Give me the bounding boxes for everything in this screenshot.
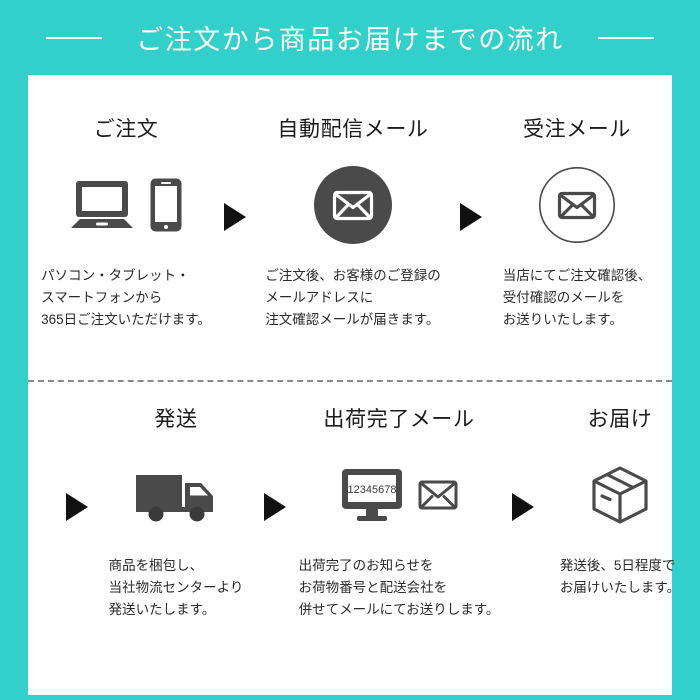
flow-row-top: ご注文 xyxy=(28,115,672,375)
mail-outline-icon xyxy=(418,479,458,511)
flow-step-shipment-complete-mail: 出荷完了メール 12345678 xyxy=(286,405,512,621)
step-description: 発送後、5日程度で お届けいたします。 xyxy=(560,555,680,599)
step-title: ご注文 xyxy=(93,118,159,141)
desc-line: 当店にてご注文確認後、 xyxy=(502,268,652,283)
desc-line: 商品を梱包し、 xyxy=(108,558,204,573)
mail-circle-filled-icon xyxy=(314,166,392,244)
step-description: パソコン・タブレット・ スマートフォンから 365日ご注文いただけます。 xyxy=(41,265,211,331)
monitor-tracking-icon: 12345678 xyxy=(340,467,404,523)
flow-step-shipping: 発送 商品を梱包し、 当社物流 xyxy=(88,405,264,621)
desc-line: 受付確認のメールを xyxy=(502,290,625,305)
step-icons: 12345678 xyxy=(340,449,458,541)
step-description: 出荷完了のお知らせを お荷物番号と配送会社を 併せてメールにてお送りします。 xyxy=(299,555,500,621)
step-icons xyxy=(69,159,183,251)
step-title: 受注メール xyxy=(523,118,631,141)
step-title: 自動配信メール xyxy=(277,118,429,141)
desc-line: ご注文後、お客様のご登録の xyxy=(265,268,441,283)
content-panel: ご注文 xyxy=(28,75,680,695)
smartphone-icon xyxy=(149,177,183,233)
desc-line: パソコン・タブレット・ xyxy=(41,268,190,283)
desc-line: 併せてメールにてお送りします。 xyxy=(298,602,500,617)
step-description: ご注文後、お客様のご登録の メールアドレスに 注文確認メールが届きます。 xyxy=(265,265,441,331)
step-icons xyxy=(133,449,219,541)
arrow-right-icon xyxy=(66,493,88,521)
header-rule-left xyxy=(46,36,103,39)
flow-step-order-confirm-mail: 受注メール 当店にてご注文確認後、 受付確認のメールを お送りいたしま xyxy=(482,115,672,331)
mail-circle-outline-icon xyxy=(538,166,616,244)
arrow-right-icon xyxy=(264,493,286,521)
step-icons xyxy=(314,159,392,251)
step-icons xyxy=(589,449,651,541)
desc-line: 発送後、5日程度で xyxy=(559,558,676,573)
package-box-icon xyxy=(589,465,651,525)
flow-step-delivery: お届け 発送後、5日程度で お届けいたします。 xyxy=(534,405,700,599)
flow-step-auto-mail: 自動配信メール ご注文後、お客様のご登録の メールアドレスに 注文確認 xyxy=(246,115,460,331)
desc-line: メールアドレスに xyxy=(265,290,374,305)
desc-line: お荷物番号と配送会社を xyxy=(298,580,448,595)
arrow-right-icon xyxy=(512,493,534,521)
flow-row-bottom: 発送 商品を梱包し、 当社物流 xyxy=(28,405,680,680)
desc-line: スマートフォンから xyxy=(41,290,163,305)
desc-line: 注文確認メールが届きます。 xyxy=(265,312,440,327)
header-rule-right xyxy=(597,36,654,39)
header-banner: ご注文から商品お届けまでの流れ xyxy=(0,0,700,75)
step-description: 商品を梱包し、 当社物流センターより 発送いたします。 xyxy=(109,555,244,621)
truck-icon xyxy=(133,467,219,523)
desc-line: 365日ご注文いただけます。 xyxy=(41,312,211,327)
desc-line: 発送いたします。 xyxy=(108,602,216,617)
step-description: 当店にてご注文確認後、 受付確認のメールを お送りいたします。 xyxy=(503,265,652,331)
step-icons xyxy=(538,159,616,251)
desc-line: お届けいたします。 xyxy=(559,580,681,595)
laptop-icon xyxy=(69,178,135,232)
arrow-right-icon xyxy=(224,203,246,231)
arrow-right-icon xyxy=(460,203,482,231)
tracking-number-text: 12345678 xyxy=(348,484,397,496)
desc-line: 当社物流センターより xyxy=(108,580,244,595)
flow-step-order: ご注文 xyxy=(28,115,224,331)
step-title: 発送 xyxy=(154,408,198,431)
section-divider xyxy=(28,380,672,382)
page-title: ご注文から商品お届けまでの流れ xyxy=(136,25,564,55)
desc-line: 出荷完了のお知らせを xyxy=(298,558,434,573)
desc-line: お送りいたします。 xyxy=(502,312,623,327)
step-title: 出荷完了メール xyxy=(323,408,475,431)
step-title: お届け xyxy=(587,408,653,431)
